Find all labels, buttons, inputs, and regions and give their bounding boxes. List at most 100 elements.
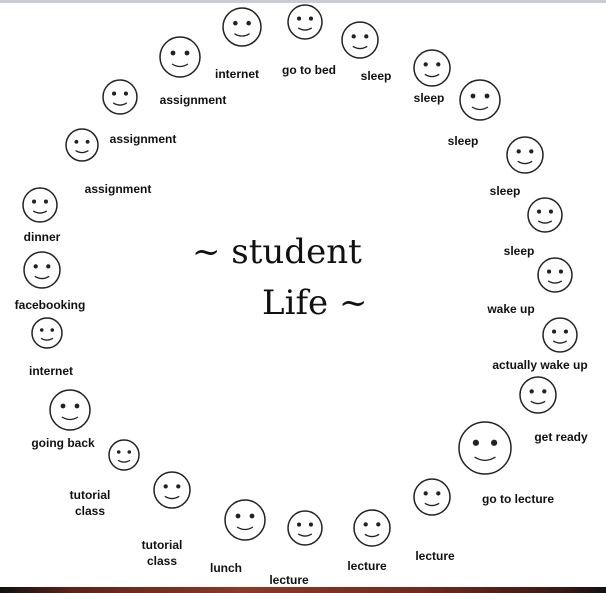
face-mouth (75, 150, 89, 154)
face-eye (249, 513, 255, 519)
face-eye (127, 450, 132, 454)
cycle-label: wake up (487, 302, 535, 316)
face-mouth (112, 102, 128, 106)
face-drawing (153, 471, 191, 509)
cycle-label: lecture (415, 549, 455, 563)
face-eye (184, 50, 190, 56)
face-eye (246, 20, 251, 26)
face-drawing (413, 478, 451, 516)
face-drawing (31, 317, 63, 349)
cycle-label: sleep (360, 69, 392, 83)
face-mouth (34, 275, 50, 280)
face-eye (423, 491, 428, 496)
face-drawing (458, 421, 512, 475)
face-eye (297, 16, 302, 21)
face-eye (436, 491, 441, 496)
face-mouth (234, 33, 250, 37)
face-drawing (353, 509, 391, 547)
face-eye (176, 484, 181, 489)
face-drawing (287, 510, 323, 546)
face-eye (74, 403, 80, 409)
face-eye (297, 522, 302, 527)
cycle-label: facebooking (14, 298, 86, 312)
face-eye (43, 199, 48, 204)
face-eye (235, 513, 241, 519)
face-drawing (224, 499, 266, 541)
face-eye (516, 149, 521, 154)
cycle-label: sleep (489, 184, 521, 198)
face-mouth (171, 63, 189, 68)
face-mouth (547, 280, 563, 284)
face-eye (558, 269, 563, 274)
face-drawing (519, 376, 557, 414)
face-eye (308, 522, 313, 527)
face-eye (233, 20, 238, 26)
face-drawing (527, 197, 563, 233)
cycle-label: assignment (109, 132, 177, 146)
face-eye (470, 93, 476, 99)
cycle-label: lunch (210, 561, 242, 575)
face-mouth (32, 210, 48, 214)
face-eye (547, 269, 552, 274)
face-eye (376, 522, 381, 527)
face-eye (484, 93, 490, 99)
face-eye (490, 439, 498, 446)
cycle-label: tutorial class (141, 538, 183, 568)
cycle-label: sleep (413, 91, 445, 105)
cycle-label: lecture (269, 573, 309, 587)
cycle-label: sleep (447, 134, 479, 148)
face-mouth (474, 456, 496, 461)
face-drawing (537, 257, 573, 293)
cycle-label: internet (28, 364, 74, 378)
face-mouth (297, 27, 313, 31)
face-eye (364, 34, 369, 39)
face-drawing (65, 128, 99, 162)
face-mouth (517, 160, 533, 165)
face-drawing (49, 389, 91, 431)
face-mouth (61, 416, 79, 421)
face-eye (472, 439, 480, 446)
face-eye (529, 389, 534, 394)
cycle-label: lecture (347, 559, 387, 573)
face-eye (163, 484, 168, 489)
face-eye (537, 209, 542, 214)
face-mouth (40, 337, 54, 341)
face-eye (46, 264, 51, 269)
face-mouth (364, 533, 380, 538)
face-eye (423, 62, 428, 67)
face-drawing (287, 4, 323, 40)
face-mouth (552, 340, 568, 344)
face-mouth (471, 106, 489, 111)
face-eye (170, 50, 176, 56)
face-mouth (164, 495, 180, 500)
face-eye (436, 62, 441, 67)
face-eye (39, 328, 44, 332)
face-mouth (424, 73, 440, 78)
face-drawing (108, 439, 140, 471)
face-mouth (530, 400, 546, 405)
title-line-2: Life ~ (262, 283, 368, 323)
face-mouth (117, 459, 131, 463)
face-eye (85, 139, 90, 144)
bottom-strip (0, 587, 606, 593)
face-drawing (542, 317, 578, 353)
face-eye (32, 199, 37, 204)
face-mouth (297, 533, 313, 537)
face-eye (563, 329, 568, 334)
cycle-label: get ready (534, 430, 588, 444)
face-eye (50, 328, 55, 332)
face-eye (74, 139, 79, 144)
cycle-label: internet (214, 67, 260, 81)
face-mouth (236, 526, 254, 531)
cycle-label: going back (31, 436, 95, 450)
cycle-label: assignment (159, 93, 227, 107)
face-eye (351, 34, 356, 39)
face-eye (363, 522, 368, 527)
cycle-label: go to lecture (481, 492, 555, 506)
cycle-label: assignment (84, 182, 152, 196)
face-eye (112, 91, 117, 96)
cycle-label: tutorial class (69, 488, 111, 518)
title-line-1: ~ student (192, 232, 362, 272)
face-drawing (341, 21, 379, 59)
